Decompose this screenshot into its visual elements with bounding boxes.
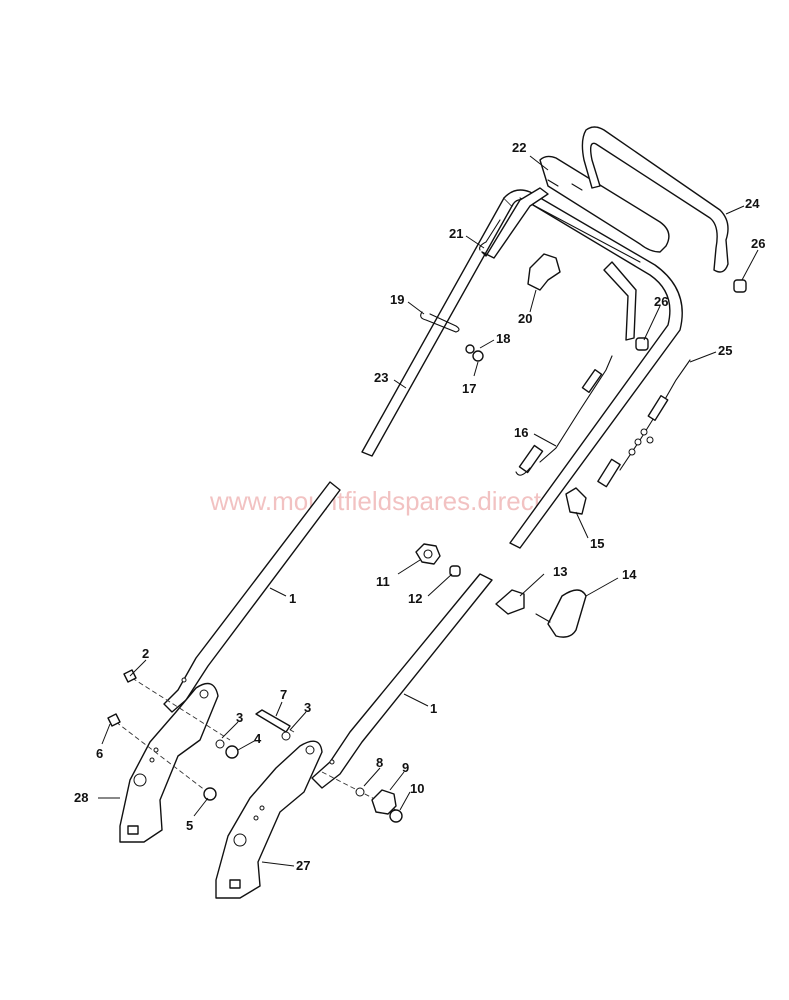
callout-13: 13 xyxy=(553,564,567,579)
leader-lines xyxy=(98,155,759,867)
callout-9: 9 xyxy=(402,760,409,775)
washer-18 xyxy=(465,344,475,354)
callout-19: 19 xyxy=(390,292,404,307)
callout-11: 11 xyxy=(376,574,390,589)
callout-26-upper: 26 xyxy=(751,236,765,251)
callout-1-left: 1 xyxy=(289,591,296,606)
cable-clip-15 xyxy=(565,487,587,515)
bracket-13 xyxy=(495,589,525,615)
control-bail xyxy=(539,155,670,253)
callout-27: 27 xyxy=(296,858,310,873)
callout-18: 18 xyxy=(496,331,510,346)
callout-16: 16 xyxy=(514,425,528,440)
lever-14 xyxy=(547,589,587,638)
upper-handle xyxy=(361,187,683,549)
cap-nut-lower xyxy=(635,337,649,351)
side-bracket-27 xyxy=(215,740,323,899)
callout-20: 20 xyxy=(518,311,532,326)
callout-2: 2 xyxy=(142,646,149,661)
washer-8 xyxy=(355,787,365,797)
callout-26-lower: 26 xyxy=(654,294,668,309)
handle-knob-11 xyxy=(415,543,441,565)
callout-23: 23 xyxy=(374,370,388,385)
lower-tube-right xyxy=(311,573,493,789)
cable-16 xyxy=(515,355,613,476)
callout-6: 6 xyxy=(96,746,103,761)
watermark: www.mountfieldspares.direct xyxy=(209,486,542,516)
bolt-6 xyxy=(107,713,121,727)
callout-1-right: 1 xyxy=(430,701,437,716)
callout-5: 5 xyxy=(186,818,193,833)
callout-22: 22 xyxy=(512,140,526,155)
callout-21: 21 xyxy=(449,226,463,241)
callout-24: 24 xyxy=(745,196,760,211)
outer-bail xyxy=(581,126,729,341)
nut-10 xyxy=(389,809,403,823)
lower-tube-left xyxy=(163,481,341,713)
nut-17 xyxy=(472,350,484,362)
clevis-pin xyxy=(420,311,460,333)
callout-15: 15 xyxy=(590,536,604,551)
callout-14: 14 xyxy=(622,567,637,582)
callout-8: 8 xyxy=(376,755,383,770)
bolt-7 xyxy=(255,709,291,733)
callout-28: 28 xyxy=(74,790,88,805)
callout-12: 12 xyxy=(408,591,422,606)
cap-nut-upper xyxy=(733,279,747,293)
washer-3a xyxy=(215,739,225,749)
cable-clip xyxy=(527,253,561,291)
callout-3-left: 3 xyxy=(236,710,243,725)
callout-7: 7 xyxy=(280,687,287,702)
callout-17: 17 xyxy=(462,381,476,396)
callout-10: 10 xyxy=(410,781,424,796)
washer-3b xyxy=(281,731,291,741)
callout-3-right: 3 xyxy=(304,700,311,715)
cable-25 xyxy=(597,359,691,488)
callout-25: 25 xyxy=(718,343,732,358)
callout-4: 4 xyxy=(254,731,262,746)
washer-12 xyxy=(449,565,461,577)
knob-9 xyxy=(371,789,397,815)
nut-5 xyxy=(203,787,217,801)
nut-4 xyxy=(225,745,239,759)
